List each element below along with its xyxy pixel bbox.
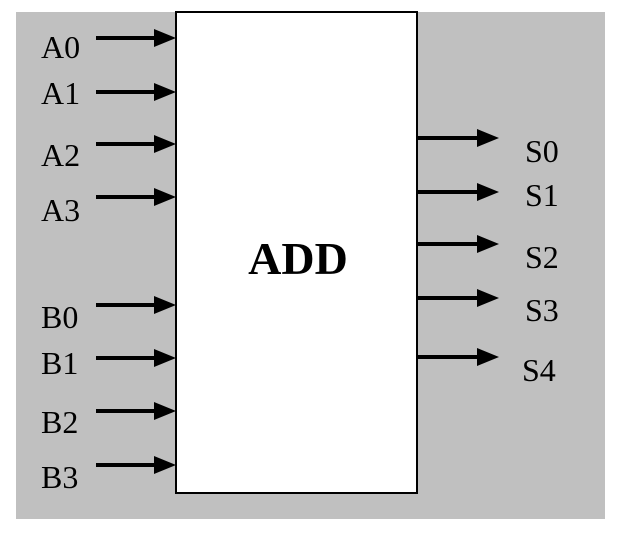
output-arrowhead-icon: [477, 183, 499, 201]
input-pin-b2: B2: [41, 402, 176, 440]
input-arrowhead-icon: [154, 188, 176, 206]
output-label-s2: S2: [525, 239, 559, 275]
input-pin-a2: A2: [41, 135, 176, 173]
input-arrowhead-icon: [154, 135, 176, 153]
input-pin-a0: A0: [41, 29, 176, 65]
input-arrowhead-icon: [154, 83, 176, 101]
output-arrowhead-icon: [477, 129, 499, 147]
output-pin-s4: S4: [417, 348, 556, 388]
input-label-a3: A3: [41, 192, 80, 228]
output-label-s4: S4: [522, 352, 556, 388]
input-arrowhead-icon: [154, 402, 176, 420]
input-label-b3: B3: [41, 459, 78, 495]
input-pin-a1: A1: [41, 75, 176, 111]
output-label-s0: S0: [525, 133, 559, 169]
input-arrowhead-icon: [154, 456, 176, 474]
output-pin-s1: S1: [417, 177, 559, 213]
input-pin-b3: B3: [41, 456, 176, 495]
input-pin-a3: A3: [41, 188, 176, 228]
output-label-s3: S3: [525, 292, 559, 328]
input-arrowhead-icon: [154, 349, 176, 367]
input-pin-b0: B0: [41, 296, 176, 335]
input-label-b1: B1: [41, 345, 78, 381]
output-arrowhead-icon: [477, 348, 499, 366]
input-label-b0: B0: [41, 299, 78, 335]
input-arrowhead-icon: [154, 29, 176, 47]
input-label-b2: B2: [41, 404, 78, 440]
input-pin-b1: B1: [41, 345, 176, 381]
output-pin-s0: S0: [417, 129, 559, 169]
input-label-a0: A0: [41, 29, 80, 65]
adder-block: [175, 11, 418, 494]
output-arrowhead-icon: [477, 289, 499, 307]
output-arrowhead-icon: [477, 235, 499, 253]
input-label-a1: A1: [41, 75, 80, 111]
output-pin-s2: S2: [417, 235, 559, 275]
input-label-a2: A2: [41, 137, 80, 173]
output-pin-s3: S3: [417, 289, 559, 328]
input-arrowhead-icon: [154, 296, 176, 314]
adder-block-label: ADD: [248, 233, 348, 284]
output-label-s1: S1: [525, 177, 559, 213]
